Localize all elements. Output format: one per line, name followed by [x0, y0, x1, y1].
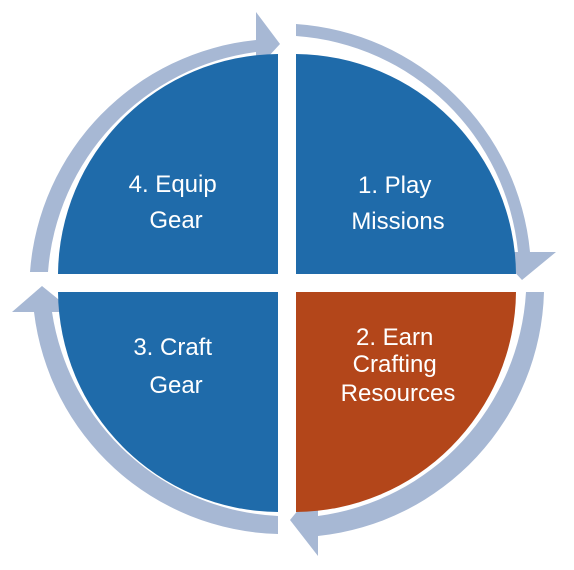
arrow-top-right [296, 24, 556, 280]
quadrant-earn-resources [296, 292, 516, 512]
step-4-label: 4. Equip Gear [129, 171, 224, 234]
quadrant-craft-gear [58, 292, 278, 512]
quadrant-equip-gear [58, 54, 278, 274]
arrow-top-left [30, 12, 280, 272]
step-1-label: 1. Play Missions [351, 172, 444, 235]
step-2-label: 2. Earn Crafting Resources [341, 324, 456, 407]
quadrant-play-missions [296, 54, 516, 274]
step-3-label: 3. Craft Gear [133, 334, 218, 399]
arrow-bottom-right [290, 292, 544, 556]
arrow-bottom-left [12, 286, 278, 534]
